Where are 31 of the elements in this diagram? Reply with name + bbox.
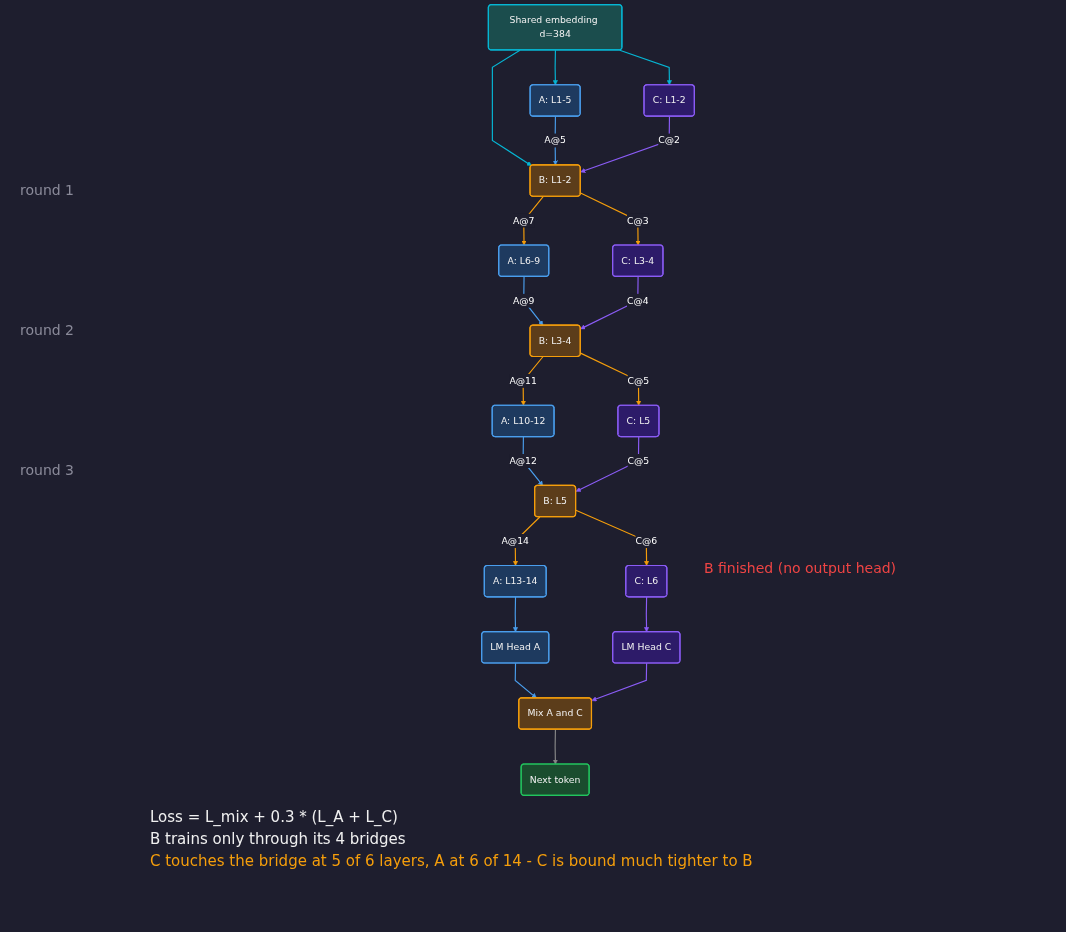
- arrow: [619, 49, 672, 86]
- edge-label: A@9: [512, 294, 535, 306]
- edge-label: C@6: [635, 535, 658, 547]
- edge-label: A@7: [512, 214, 535, 226]
- arrow: [591, 662, 648, 702]
- arrow: [580, 115, 671, 173]
- edge-label: C@2: [658, 134, 681, 146]
- round-label: round 2: [20, 322, 75, 338]
- arrow: [512, 596, 518, 633]
- arrow: [491, 49, 532, 166]
- footer-note: C touches the bridge at 5 of 6 layers, A at 6 of 14 - C is bound much tighter to B: [150, 852, 754, 870]
- edge-label: C@4: [626, 294, 649, 306]
- round-label: round 3: [20, 462, 75, 478]
- arrow: [580, 276, 639, 330]
- arrow: [644, 596, 650, 633]
- edge-label: A@12: [509, 455, 537, 467]
- round-label: round 1: [20, 182, 75, 198]
- arrow: [552, 49, 558, 86]
- footer-note: B trains only through its 4 bridges: [150, 830, 407, 848]
- edge-label: A@11: [509, 375, 537, 387]
- arrow: [552, 728, 558, 765]
- arrow: [575, 436, 640, 492]
- edge-label: A@14: [501, 535, 529, 547]
- edge-label: A@5: [544, 134, 566, 146]
- edge-label: C@3: [626, 214, 649, 226]
- footer-note: Loss = L_mix + 0.3 * (L_A + L_C): [150, 808, 399, 826]
- note-text: B finished (no output head): [703, 560, 897, 576]
- arrow: [521, 195, 544, 246]
- edge-label: C@5: [627, 375, 650, 387]
- arrow: [514, 662, 537, 699]
- edge-label: C@5: [627, 455, 650, 467]
